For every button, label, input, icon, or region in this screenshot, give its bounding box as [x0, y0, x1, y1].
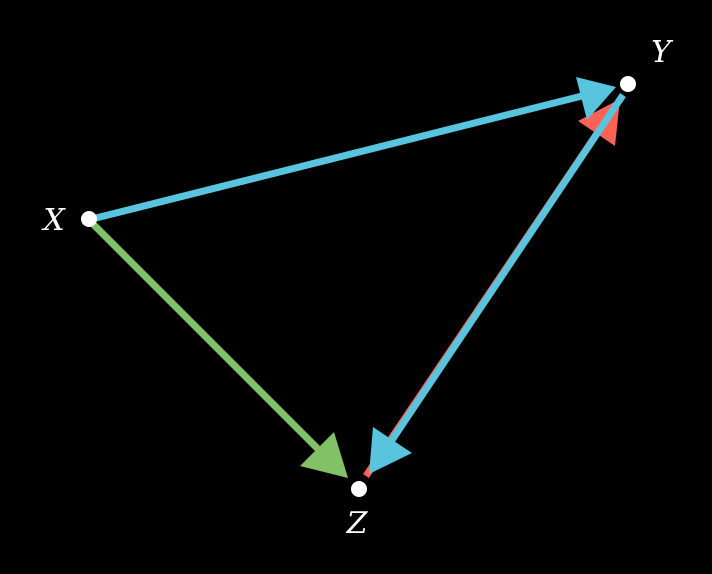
node-z-label: Z [346, 506, 369, 541]
edge-y-to-z-arrowhead [369, 427, 412, 474]
edge-x-to-z-shaft [89, 220, 325, 456]
edge-x-to-y-shaft [91, 92, 583, 223]
edge-x-to-y [91, 77, 616, 223]
node-y-dot[interactable] [620, 76, 636, 92]
edge-x-to-z-arrowhead [300, 432, 348, 478]
node-z-dot[interactable] [351, 481, 367, 497]
node-x-dot[interactable] [81, 211, 97, 227]
node-y-label: Y [651, 35, 674, 70]
edge-x-to-y-arrowhead [576, 77, 616, 120]
edge-y-to-z-shaft [385, 93, 626, 448]
node-x-label: X [41, 203, 66, 238]
edge-y-to-z [369, 93, 626, 474]
edge-x-to-z [89, 220, 348, 478]
